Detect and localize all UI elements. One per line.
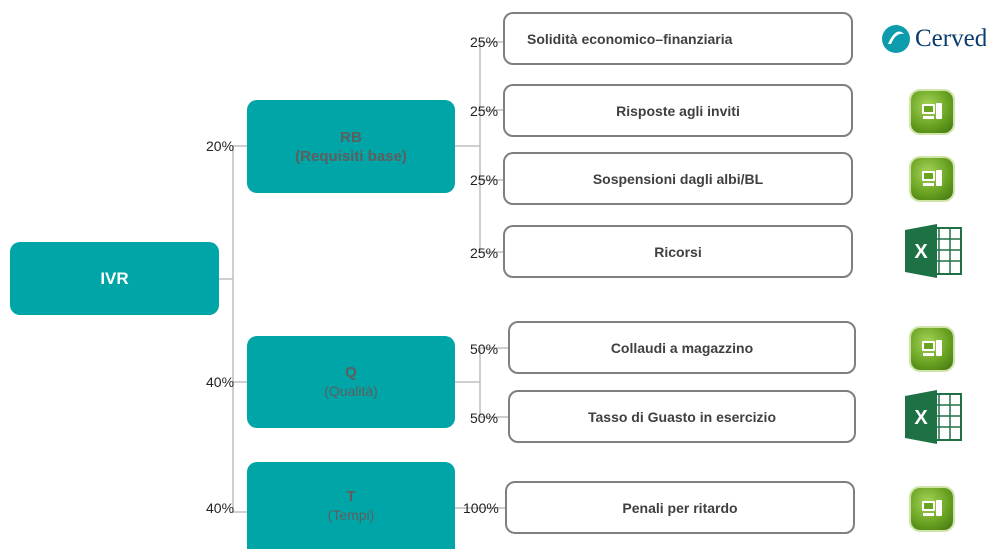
category-weight-rb: 20% (206, 138, 235, 154)
category-node-t: T (Tempi) (247, 462, 455, 549)
cerved-logo: Cerved® (881, 24, 986, 54)
root-label: IVR (100, 269, 129, 288)
green-system-icon (911, 91, 953, 133)
category-weight-t: 40% (206, 500, 235, 516)
criterion-box: Solidità economico–finanziaria (503, 12, 853, 65)
excel-icon: X (903, 224, 963, 278)
criterion-label: Ricorsi (654, 243, 702, 260)
criterion-box: Tasso di Guasto in esercizio (508, 390, 856, 443)
criterion-weight: 50% (470, 410, 499, 426)
criterion-box: Ricorsi (503, 225, 853, 278)
green-system-icon (911, 158, 953, 200)
category-code: T (346, 487, 356, 505)
criterion-box: Collaudi a magazzino (508, 321, 856, 374)
criterion-weight: 100% (463, 500, 499, 516)
criterion-label: Risposte agli inviti (616, 102, 740, 119)
criterion-weight: 25% (470, 34, 499, 50)
category-node-rb: RB (Requisiti base) (247, 100, 455, 193)
criterion-weight: 25% (470, 172, 499, 188)
svg-text:X: X (914, 241, 928, 263)
criterion-label: Collaudi a magazzino (610, 339, 754, 356)
excel-icon: X (903, 390, 963, 444)
criterion-label: Sospensioni dagli albi/BL (592, 170, 764, 187)
criterion-label: Tasso di Guasto in esercizio (587, 408, 776, 425)
green-system-icon (911, 328, 953, 370)
criterion-box: Sospensioni dagli albi/BL (503, 152, 853, 205)
category-weight-q: 40% (206, 374, 235, 390)
category-node-q: Q (Qualità) (247, 336, 455, 428)
cerved-wordmark: Cerved® (915, 25, 986, 52)
root-node-ivr: IVR (10, 242, 219, 315)
category-name: (Qualità) (324, 383, 378, 399)
criterion-weight: 50% (470, 341, 499, 357)
criterion-box: Penali per ritardo (505, 481, 855, 534)
criterion-label: Penali per ritardo (622, 499, 738, 516)
category-name: (Tempi) (327, 506, 375, 523)
category-code: Q (345, 364, 357, 381)
cerved-mark-icon (882, 25, 910, 53)
category-name: (Requisiti base) (295, 147, 407, 165)
category-code: RB (340, 128, 362, 146)
criterion-box: Risposte agli inviti (503, 84, 853, 137)
criterion-label: Solidità economico–finanziaria (527, 30, 733, 47)
svg-text:X: X (914, 407, 928, 429)
criterion-weight: 25% (470, 103, 499, 119)
green-system-icon (911, 488, 953, 530)
criterion-weight: 25% (470, 245, 499, 261)
